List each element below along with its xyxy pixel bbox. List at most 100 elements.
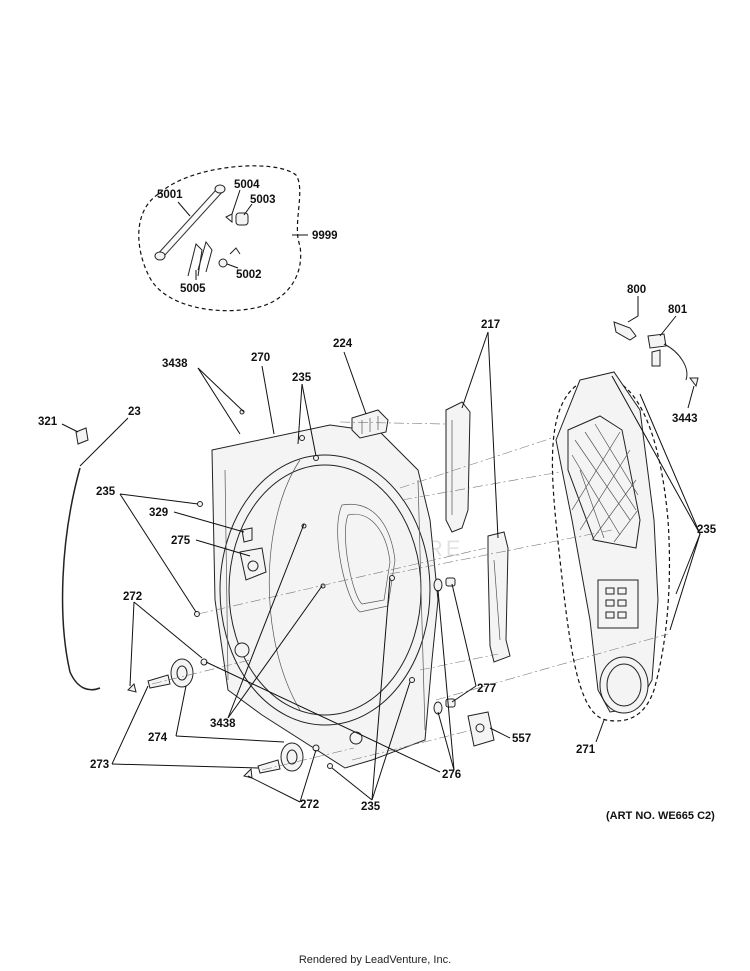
leader-235c <box>371 681 411 801</box>
label-3443[interactable]: 3443 <box>672 413 698 425</box>
drum-opening-outer <box>219 454 431 726</box>
nut-part <box>445 577 456 587</box>
clip-part <box>225 213 233 224</box>
label-3438-top[interactable]: 3438 <box>162 358 188 370</box>
leader-272b <box>299 749 317 803</box>
leader-235d <box>669 533 701 631</box>
rod-end <box>154 251 166 261</box>
roller-shaft-part <box>257 759 281 774</box>
leader-5004 <box>231 189 241 215</box>
pin-part <box>187 243 203 277</box>
leader-235d <box>675 533 701 595</box>
leader-5002 <box>226 263 239 269</box>
control-module <box>597 579 639 629</box>
blower-port-part <box>599 656 649 714</box>
label-5001[interactable]: 5001 <box>157 189 183 201</box>
lamp-275-group <box>239 527 267 581</box>
label-235-top[interactable]: 235 <box>292 372 312 384</box>
label-277[interactable]: 277 <box>477 683 496 695</box>
label-275[interactable]: 275 <box>171 535 191 547</box>
label-23[interactable]: 23 <box>128 406 141 418</box>
drum-rim <box>268 459 301 711</box>
centerlines-group <box>151 421 669 771</box>
lamp-lens <box>247 560 259 572</box>
screw-part <box>313 455 319 461</box>
footer-credit: Rendered by LeadVenture, Inc. <box>298 954 452 966</box>
label-217[interactable]: 217 <box>481 319 500 331</box>
washer-clip <box>229 247 241 255</box>
leader-235a <box>297 383 303 445</box>
label-274[interactable]: 274 <box>148 732 168 744</box>
lint-screen-part <box>567 415 641 549</box>
leader-277 <box>451 685 477 703</box>
label-5002[interactable]: 5002 <box>236 269 262 281</box>
label-5004[interactable]: 5004 <box>234 179 260 191</box>
washer-part <box>433 701 443 715</box>
panel-271-group <box>551 371 671 722</box>
leader-321 <box>61 423 79 433</box>
rod-highlight <box>158 188 222 258</box>
leader-217 <box>487 331 499 539</box>
label-271[interactable]: 271 <box>576 744 596 756</box>
spring-part <box>235 212 249 226</box>
screw-part <box>327 763 333 769</box>
screw-part <box>409 677 415 683</box>
label-801[interactable]: 801 <box>668 304 688 316</box>
leader-276 <box>205 661 441 773</box>
panel-edge <box>224 469 229 681</box>
label-9999[interactable]: 9999 <box>312 230 338 242</box>
thermistor-part <box>647 333 667 349</box>
label-273[interactable]: 273 <box>90 759 109 771</box>
leader-272a <box>129 601 135 687</box>
label-800[interactable]: 800 <box>627 284 646 296</box>
duct-seal-part <box>445 401 471 533</box>
roller-hub <box>286 749 298 765</box>
washer-part <box>433 578 443 592</box>
duct-seal-part <box>487 531 511 663</box>
label-235-right[interactable]: 235 <box>697 524 717 536</box>
panel-boss <box>349 731 363 745</box>
label-224[interactable]: 224 <box>333 338 353 350</box>
right-small-parts-group <box>433 577 495 747</box>
leader-3438b <box>227 523 305 719</box>
leader-235b <box>119 493 197 613</box>
label-557[interactable]: 557 <box>512 733 531 745</box>
thermistor-bracket <box>651 349 661 367</box>
label-329[interactable]: 329 <box>149 507 168 519</box>
lint-screen-mesh <box>571 423 639 539</box>
leader-800 <box>627 296 639 323</box>
leader-3443 <box>687 385 695 409</box>
centerline <box>261 747 355 771</box>
control-button <box>617 587 627 595</box>
label-5003[interactable]: 5003 <box>250 194 276 206</box>
leader-235c <box>371 577 391 801</box>
leader-235d <box>639 393 701 535</box>
label-235-left[interactable]: 235 <box>96 486 116 498</box>
leader-235d <box>611 375 701 535</box>
bracket-hole <box>475 723 485 733</box>
label-276[interactable]: 276 <box>442 769 461 781</box>
label-270[interactable]: 270 <box>251 352 270 364</box>
label-235-bottom[interactable]: 235 <box>361 801 381 813</box>
washer-part <box>218 258 228 268</box>
label-3438-bottom[interactable]: 3438 <box>210 718 236 730</box>
pin-part <box>197 240 213 273</box>
sensor-group <box>613 321 699 388</box>
leader-273 <box>111 763 259 769</box>
leader-276 <box>437 711 455 771</box>
label-272-upper[interactable]: 272 <box>123 591 142 603</box>
leader-5003 <box>243 203 253 216</box>
rod-end <box>214 184 226 194</box>
label-272-lower[interactable]: 272 <box>300 799 319 811</box>
centerline <box>399 437 553 489</box>
leader-217 <box>461 331 489 409</box>
leaders-group <box>61 296 701 803</box>
centerline <box>197 547 487 615</box>
label-5005[interactable]: 5005 <box>180 283 206 295</box>
leader-3438b <box>227 585 323 719</box>
label-321[interactable]: 321 <box>38 416 58 428</box>
leader-5001 <box>177 201 191 217</box>
screw-part <box>194 611 200 617</box>
leader-271 <box>595 719 605 743</box>
roller-part <box>280 742 304 772</box>
